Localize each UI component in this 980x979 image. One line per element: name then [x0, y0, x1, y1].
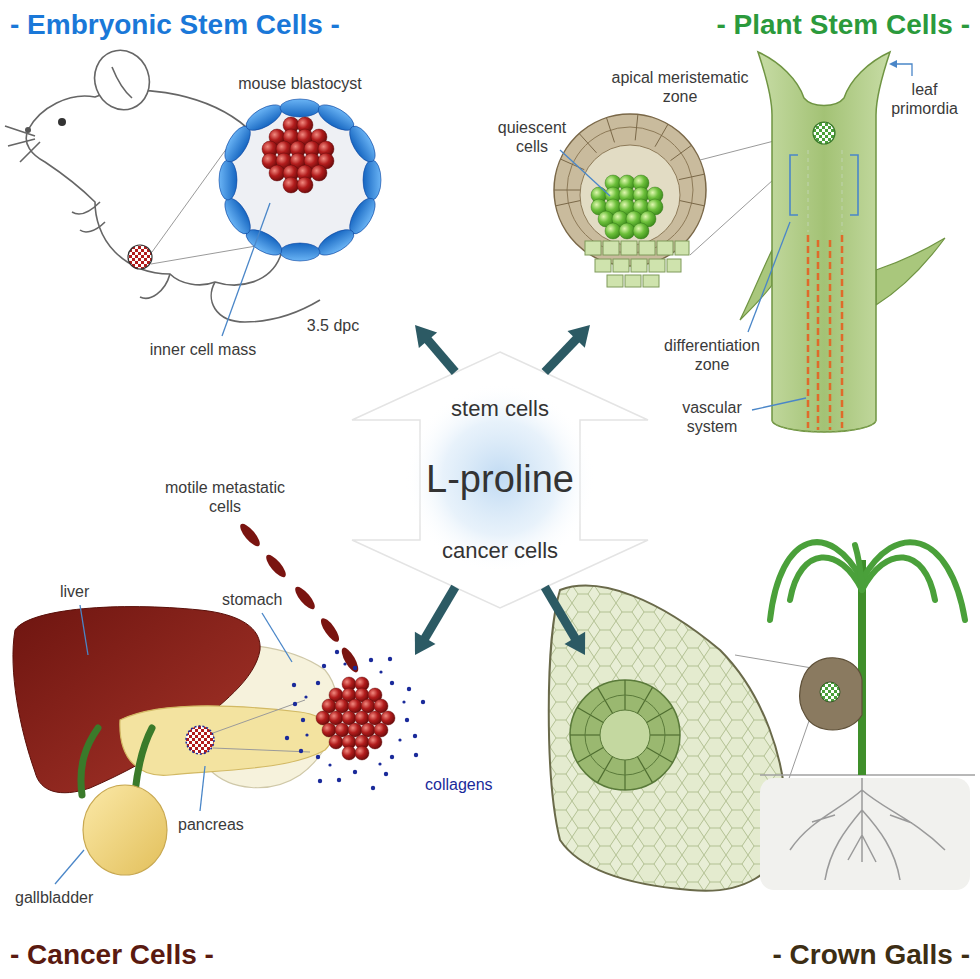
arrow-shaft	[424, 587, 455, 640]
part-label: differentiation zone	[647, 336, 777, 374]
center-arrow-box: stem cellsL-proline cancer cells	[360, 372, 640, 587]
part-label: stomach	[222, 590, 302, 609]
panel-region: - Plant Stem Cells -	[590, 5, 975, 325]
part-label: mouse blastocyst	[220, 74, 380, 93]
organ-drawing	[13, 607, 337, 875]
part-label: inner cell mass	[128, 340, 278, 359]
tumor-cluster	[285, 650, 425, 790]
arrow-shaft	[427, 339, 456, 372]
gall-section	[549, 586, 786, 891]
part-label: pancreas	[178, 815, 268, 834]
part-label: 3.5 dpc	[293, 316, 373, 335]
shoot-drawing	[740, 52, 945, 432]
center-text: cancer cells	[442, 538, 558, 563]
part-label: gallbladder	[15, 888, 125, 907]
arrow-shaft	[545, 587, 576, 640]
part-label: motile metastatic cells	[164, 478, 286, 516]
thick-arrow	[545, 587, 585, 655]
plant-drawing	[760, 542, 975, 890]
arrow-head	[567, 325, 590, 348]
arrow-shaft	[545, 338, 578, 372]
blastocyst	[219, 99, 381, 261]
panel-title: - Cancer Cells -	[5, 935, 219, 975]
part-label: collagens	[425, 775, 515, 794]
part-label: apical meristematic zone	[600, 68, 760, 106]
thick-arrow	[415, 587, 455, 655]
panel-title: - Crown Galls -	[767, 935, 975, 975]
part-label: vascular system	[662, 398, 762, 436]
metastatic-cells	[237, 521, 361, 675]
zoom-line	[213, 700, 310, 752]
part-label: liver	[60, 582, 120, 601]
arrow-head	[564, 632, 585, 655]
arrow-head	[415, 325, 437, 348]
zoom-line	[735, 655, 812, 790]
center-text: L-proline	[426, 458, 574, 502]
panel-region: - Crown Galls -	[585, 655, 975, 975]
center-text: stem cells	[451, 396, 549, 421]
leader-line	[55, 60, 912, 884]
panel-region: - Embryonic Stem Cells -	[5, 5, 415, 325]
arrow-head	[415, 632, 436, 655]
panel-region: - Cancer Cells -	[5, 655, 415, 975]
center-double-arrow	[352, 352, 648, 608]
panel-title: - Embryonic Stem Cells -	[5, 5, 345, 45]
thick-arrow	[545, 325, 590, 372]
meristem-section	[554, 114, 706, 287]
part-label: quiescent cells	[492, 118, 572, 156]
panel-title: - Plant Stem Cells -	[711, 5, 975, 45]
part-label: leaf primordia	[882, 80, 967, 118]
thick-arrow	[415, 325, 455, 372]
